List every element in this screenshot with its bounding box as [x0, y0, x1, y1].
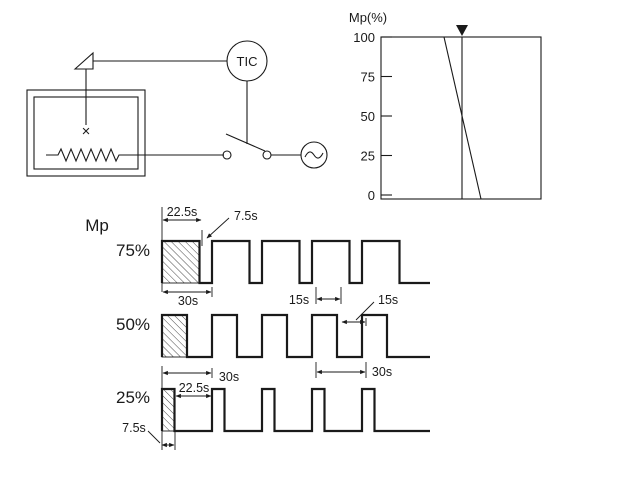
gauge-tick-label: 50 — [361, 109, 375, 124]
dim-r3-off-label: 22.5s — [179, 381, 210, 395]
dim-r2-on-label: 15s — [289, 293, 309, 307]
dim-r1-on-label: 22.5s — [167, 205, 198, 219]
gauge-axis-label: Mp(%) — [349, 10, 387, 25]
mp-gauge: Mp(%) 100 75 50 25 0 — [349, 10, 542, 203]
gauge-proportional-line — [443, 36, 482, 200]
heater-icon — [46, 147, 224, 163]
gauge-tick-label: 25 — [361, 149, 375, 164]
pulse-waveform — [160, 313, 430, 359]
pulse-waveform — [160, 387, 430, 433]
gauge-frame — [380, 36, 542, 200]
ac-source-icon — [300, 141, 328, 169]
dim-r2-off-label: 15s — [378, 293, 398, 307]
gauge-tick-label: 0 — [368, 188, 375, 203]
tic-label: TIC — [237, 54, 258, 69]
row-label-75: 75% — [116, 241, 150, 260]
waveform-title: Mp — [85, 216, 109, 235]
dim-r2-off-leader — [355, 301, 375, 321]
first-pulse-hatch — [161, 388, 175, 432]
row-label-25: 25% — [116, 388, 150, 407]
dim-r1-off-label: 7.5s — [234, 209, 258, 223]
gauge-tick-label: 75 — [361, 70, 375, 85]
dim-r3-period-b-label: 30s — [372, 365, 392, 379]
dim-r1-off-leader — [206, 217, 230, 239]
first-pulse-hatch — [161, 314, 188, 358]
svg-text:×: × — [82, 123, 91, 140]
dim-r3-on-label: 7.5s — [122, 421, 146, 435]
first-pulse-hatch — [161, 240, 200, 284]
waveform-section: Mp 75% 50% 25% 22.5s 7.5s 30s 15s — [85, 205, 430, 450]
dim-r3-period-a-label: 30s — [219, 370, 239, 384]
dim-r1-period-label: 30s — [178, 294, 198, 308]
row-label-50: 50% — [116, 315, 150, 334]
gauge-tick-label: 100 — [353, 30, 375, 45]
pulse-waveform — [160, 239, 430, 285]
gauge-setpoint-marker — [456, 25, 468, 36]
control-schematic: × TIC — [26, 40, 328, 177]
dim-r3-on-leader — [147, 430, 161, 444]
dimension-guides — [161, 207, 367, 450]
